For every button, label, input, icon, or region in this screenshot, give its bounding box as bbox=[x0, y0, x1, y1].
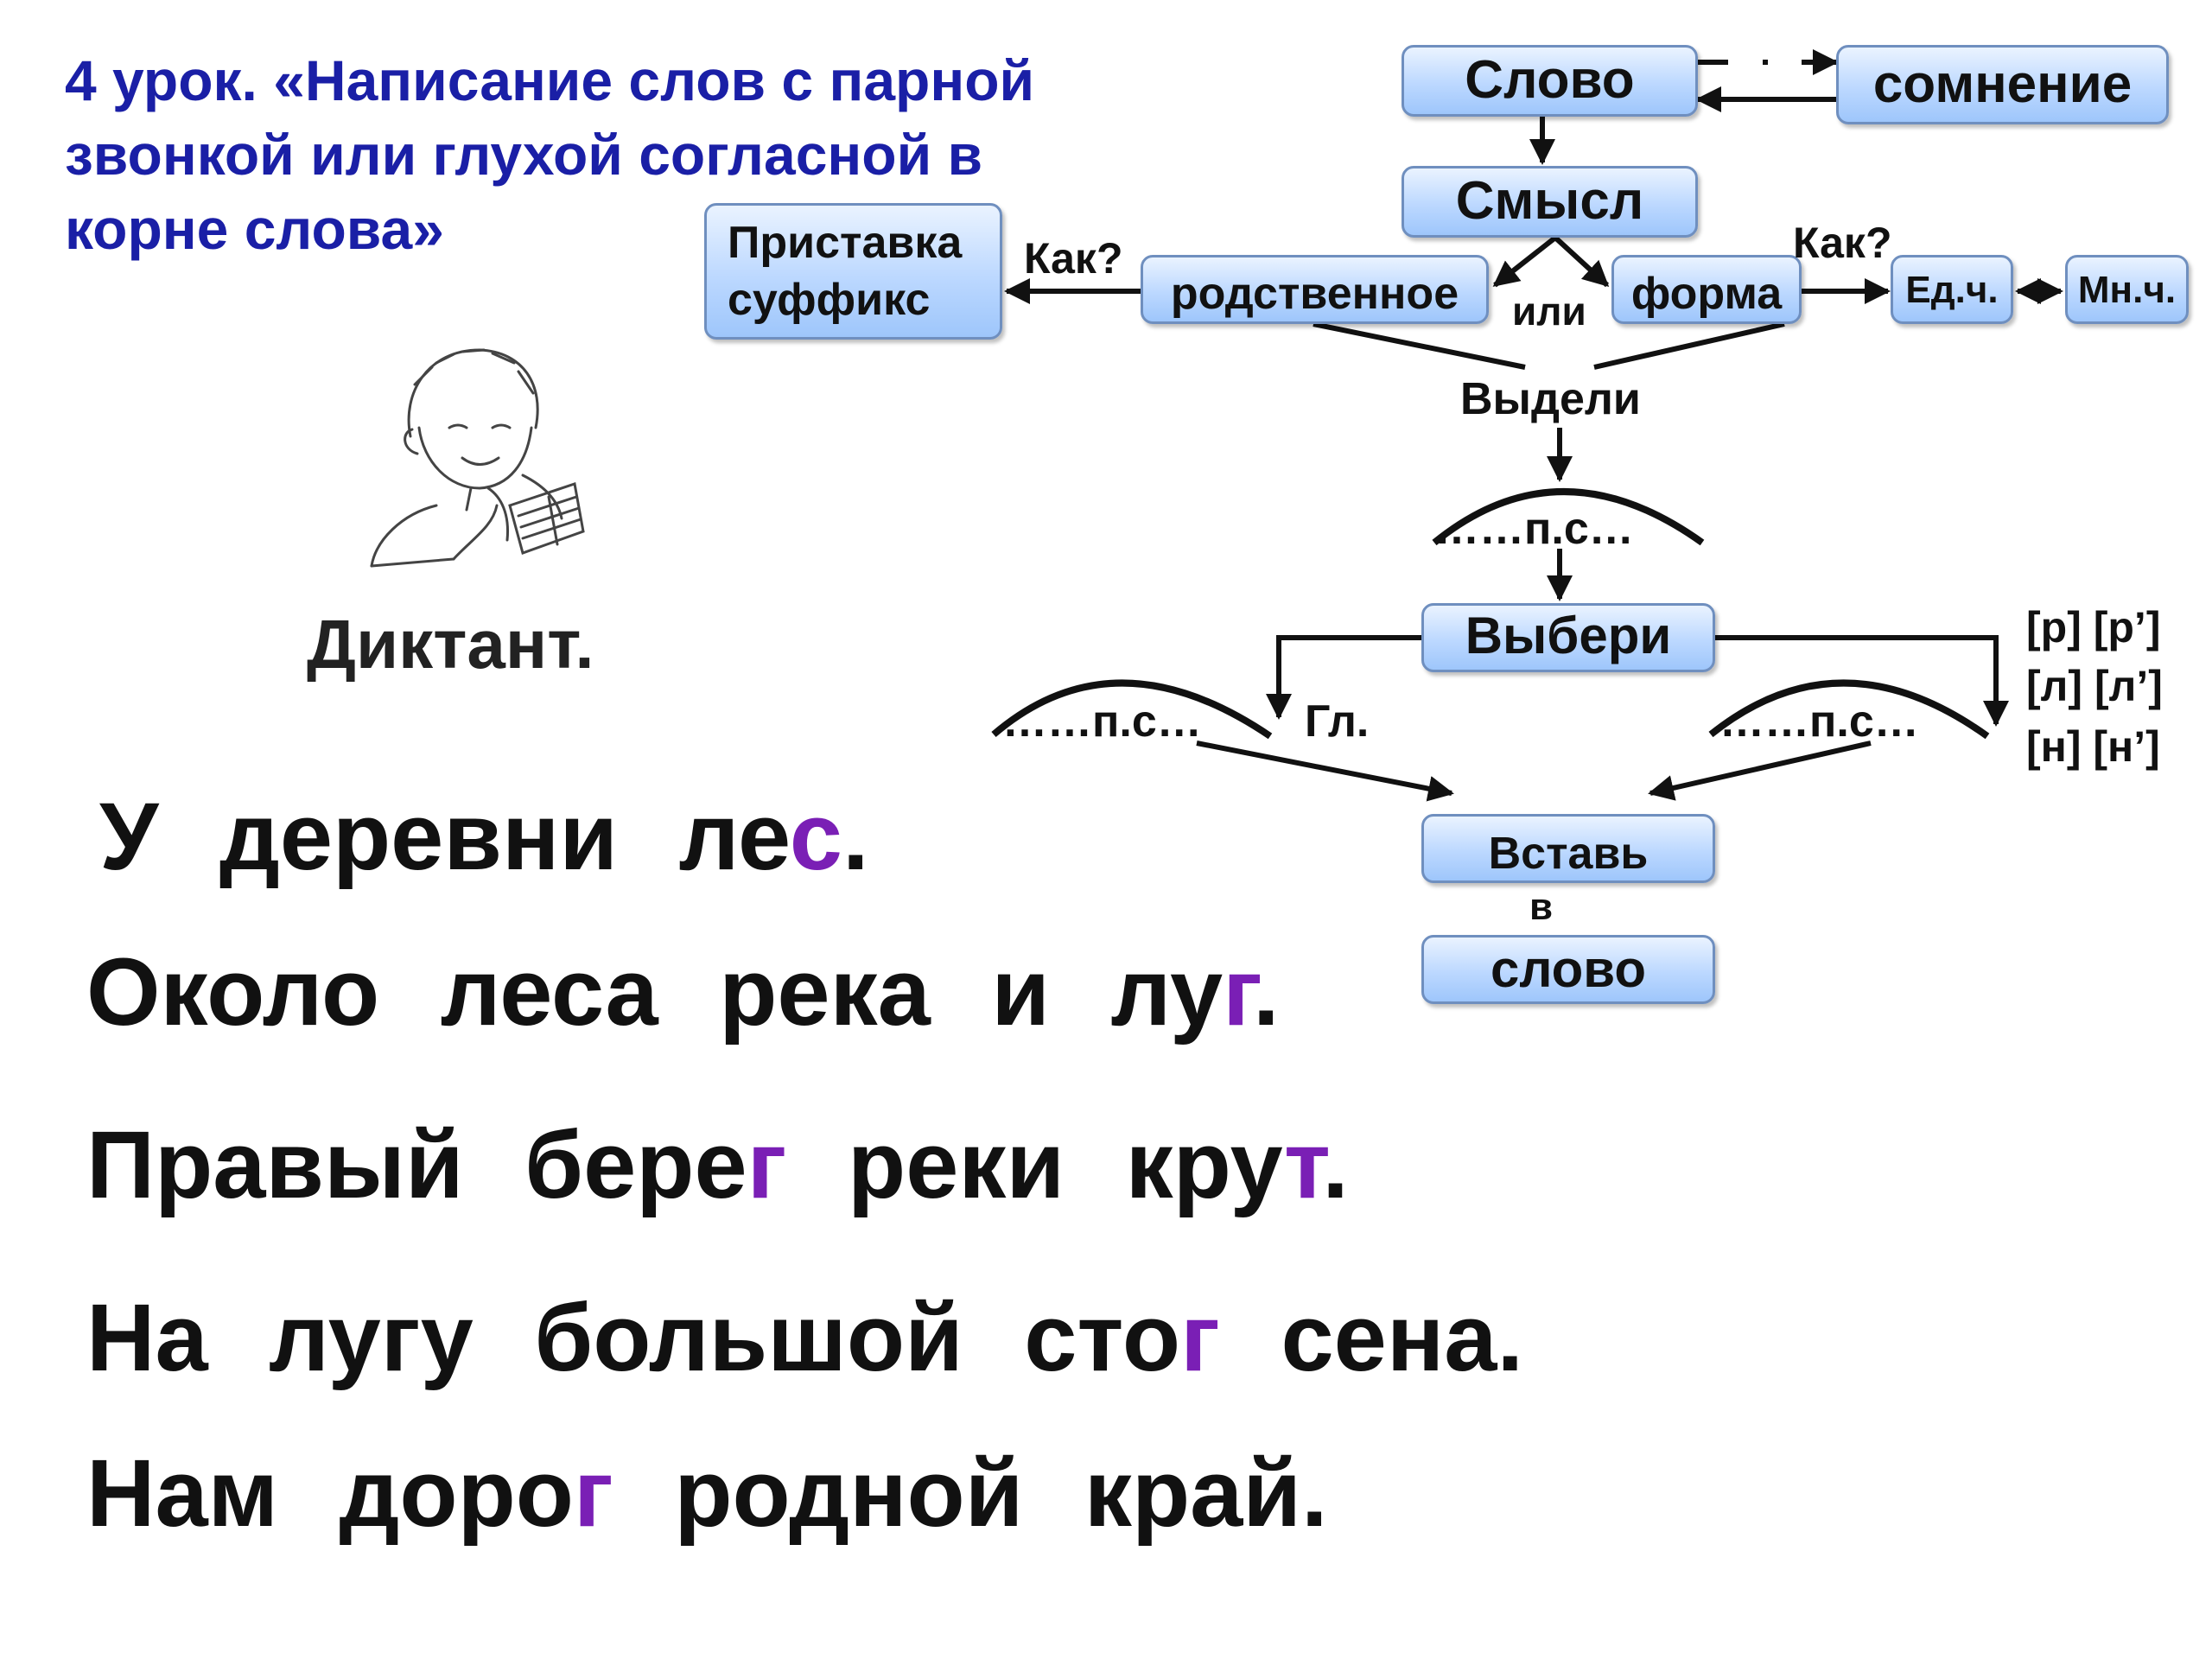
boy-reading-icon bbox=[370, 348, 585, 568]
label-ili: или bbox=[1512, 289, 1586, 334]
label-pair-r: [р] [р’] bbox=[2026, 603, 2161, 652]
box-vyberi: Выбери bbox=[1421, 603, 1715, 672]
box-slovo: Слово bbox=[1402, 45, 1698, 117]
box-pristavka-suffiks: Приставка суффикс bbox=[704, 203, 1002, 340]
dictation-sentence-4: На лугу большой стог сена. bbox=[86, 1285, 1524, 1391]
dictation-sentence-3: Правый берег реки крут. bbox=[86, 1112, 1349, 1218]
box-rodstvennoe: родственное bbox=[1141, 255, 1489, 324]
label-pristavka: Приставка bbox=[728, 218, 963, 268]
box-mn: Мн.ч. bbox=[2065, 255, 2189, 324]
title-line-3: корне слова» bbox=[65, 197, 444, 261]
box-somnenie: сомнение bbox=[1836, 45, 2169, 124]
label-ps-right: ……п.с… bbox=[1719, 696, 1919, 747]
box-slovo-target: слово bbox=[1421, 935, 1715, 1004]
label-kak-left: Как? bbox=[1024, 234, 1123, 283]
label-gl: Гл. bbox=[1305, 696, 1370, 747]
label-pair-l: [л] [л’] bbox=[2026, 662, 2163, 710]
box-vstav: Вставь bbox=[1421, 814, 1715, 883]
box-forma: форма bbox=[1611, 255, 1802, 324]
highlight-letter: т bbox=[1283, 1112, 1323, 1218]
title-line-1: 4 урок. «Написание слов с парной bbox=[65, 48, 1035, 112]
box-smysl: Смысл bbox=[1402, 166, 1698, 238]
label-kak-right: Как? bbox=[1793, 219, 1892, 267]
label-ps-center: ……п.с… bbox=[1434, 504, 1634, 554]
label-pair-n: [н] [н’] bbox=[2026, 722, 2160, 771]
dictation-sentence-5: Нам дорог родной край. bbox=[86, 1440, 1328, 1547]
dictation-caption: Диктант. bbox=[307, 606, 594, 683]
lesson-title: 4 урок. «Написание слов с парной звонкой… bbox=[65, 43, 1128, 266]
label-suffiks: суффикс bbox=[728, 275, 931, 325]
dictation-sentence-2: Около леса река и луг. bbox=[86, 939, 1280, 1046]
dictation-sentence-1: У деревни лес. bbox=[99, 784, 869, 890]
label-vydeli: Выдели bbox=[1460, 374, 1641, 424]
label-ps-left: ……п.с… bbox=[1002, 696, 1202, 747]
highlight-letter: с bbox=[789, 784, 842, 890]
title-line-2: звонкой или глухой согласной в bbox=[65, 123, 983, 187]
highlight-letter: г bbox=[1180, 1285, 1220, 1391]
box-ed: Ед.ч. bbox=[1891, 255, 2013, 324]
label-v: в bbox=[1529, 886, 1554, 928]
highlight-letter: г bbox=[1223, 939, 1253, 1046]
highlight-letter: г bbox=[747, 1112, 787, 1218]
highlight-letter: г bbox=[573, 1440, 613, 1547]
